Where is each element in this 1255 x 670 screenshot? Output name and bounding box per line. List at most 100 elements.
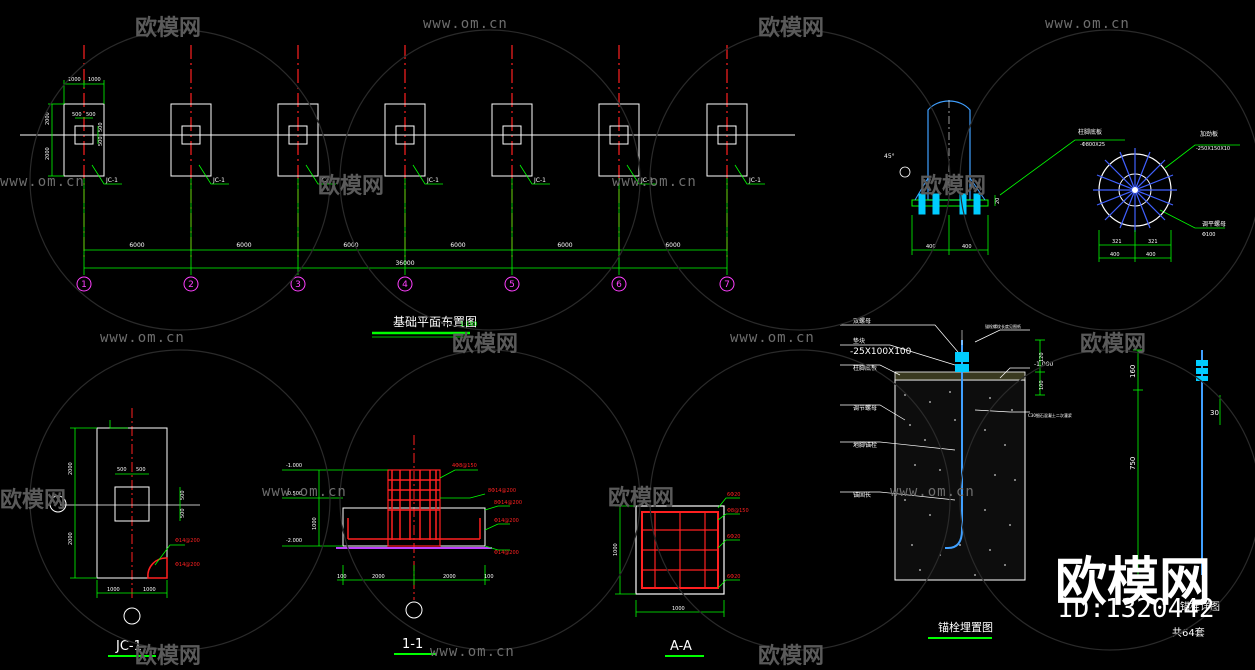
base-plan-dim-1: 321	[1112, 239, 1122, 245]
grid-bubble-7: 7	[724, 280, 730, 290]
section11-dim-2: 2000	[443, 574, 456, 580]
sectionaa-title: A-A	[670, 639, 692, 654]
jc1-rebar-1: Φ14@200	[175, 538, 200, 544]
sectionaa-rebar-4: 6Φ20	[727, 574, 740, 580]
plan-span-4: 6000	[450, 242, 465, 249]
section11-title: 1-1	[402, 637, 423, 652]
plan-tag-6: JC-1	[640, 177, 653, 184]
bolt-dim-1: 160	[1129, 365, 1137, 378]
section11-rebar	[347, 470, 481, 540]
watermark-url-9: www.om.cn	[430, 644, 515, 660]
watermark-brand-3: 欧模网	[318, 174, 385, 199]
jc1-dim-2: 500	[136, 467, 146, 473]
anchor-label-4: 调节螺母	[853, 404, 877, 412]
column-base-detail: 45° 400 400 20 柱脚底板 -Φ800X25 加劲板 -250X15…	[884, 100, 1240, 262]
watermark-brand-1: 欧模网	[135, 16, 202, 41]
jc1-dim-3: 2000	[68, 462, 74, 475]
watermark-brand-6: 欧模网	[1080, 332, 1147, 357]
base-dim-right: 400	[962, 244, 972, 250]
sectionaa-rebar-3: 6Φ20	[727, 534, 740, 540]
bolt-spec: Φ100	[1202, 232, 1215, 238]
watermark-url-2: www.om.cn	[1045, 16, 1130, 32]
anchor-elev: -1.000	[1034, 361, 1054, 368]
base-plan-dim-4: 400	[1146, 252, 1156, 258]
anchor-dim-1: 120	[1039, 352, 1045, 362]
plan-tag-1: JC-1	[105, 177, 118, 184]
grid-bubble-4: 4	[402, 280, 408, 290]
foundation-plan: JC-1 JC-1 JC-1 JC-1 JC-1 JC-1 JC-1 1000 …	[20, 45, 795, 338]
anchor-label-6: 锚固长	[853, 491, 871, 499]
anchor-note-2: C30细石混凝土二次灌浆	[1028, 412, 1072, 418]
section11-pedestal	[387, 469, 441, 547]
jc1-grid-bubble-bottom	[123, 607, 141, 625]
sectionaa-rebar-2: Φ8@150	[727, 508, 749, 514]
anchor-concrete-hatch	[904, 391, 1016, 576]
section11-elev-1: -1.000	[286, 463, 302, 469]
watermark-url-5: www.om.cn	[100, 330, 185, 346]
grid-bubble-5: 5	[509, 280, 515, 290]
base-plate-spec: -Φ800X25	[1080, 142, 1105, 148]
section11-dim-4: 100	[484, 574, 494, 580]
section11-rebar-1: 4Φ8@150	[452, 463, 477, 469]
section-a-a: 1000 1000 6Φ20 Φ8@150 6Φ20 6Φ20 A-A	[613, 492, 749, 657]
section11-elev-3: -2.000	[286, 538, 302, 544]
grid-bubble-3: 3	[295, 280, 301, 290]
jc1-dim-8: 1000	[143, 587, 156, 593]
jc1-grid-bubble-left	[49, 495, 67, 513]
watermark-brand-4: 欧模网	[920, 174, 987, 199]
base-plan-circle	[1093, 148, 1177, 232]
grid-bubble-1: 1	[81, 280, 87, 290]
section11-rebar-2: 8Φ14@200	[488, 488, 516, 494]
plan-tag-5: JC-1	[533, 177, 546, 184]
anchor-bolt	[945, 340, 963, 549]
plan-total: 36000	[395, 260, 414, 267]
section11-dim-1: 2000	[372, 574, 385, 580]
section11-dim-3: 100	[337, 574, 347, 580]
plan-dim-f: 2000	[45, 147, 51, 160]
jc1-dim-7: 1000	[107, 587, 120, 593]
sectionaa-dim-h: 1000	[672, 606, 685, 612]
anchor-label-5: 地脚锚栓	[853, 441, 877, 449]
plan-span-2: 6000	[236, 242, 251, 249]
plan-dimension-lines	[83, 178, 728, 275]
base-stiffeners	[914, 177, 986, 201]
anchor-washer-spec: -25X100X100	[850, 347, 912, 357]
anchor-label-3: 柱脚底板	[853, 364, 877, 372]
anchor-note-1: 锚栓螺纹长度见图纸	[985, 323, 1021, 329]
plan-span-3: 6000	[343, 242, 358, 249]
sectionaa-dim-v: 1000	[613, 543, 619, 556]
grid-bubble-6: 6	[616, 280, 622, 290]
watermark-brand-10: 欧模网	[758, 644, 825, 669]
bolt-count: 共64套	[1172, 626, 1205, 639]
plan-tag-4: JC-1	[426, 177, 439, 184]
plan-title: 基础平面布置图	[393, 315, 477, 329]
grid-bubble-2: 2	[188, 280, 194, 290]
watermark-brand-9: 欧模网	[135, 644, 202, 669]
anchor-label-2: 垫块	[853, 337, 865, 345]
base-plate	[911, 199, 989, 207]
anchor-concrete	[894, 379, 1026, 581]
section11-rebar-4: Φ14@200	[494, 518, 519, 524]
rib-spec: -250X150X10	[1196, 146, 1230, 152]
section11-dim-h: 1000	[312, 517, 318, 530]
base-plan-dim-3: 400	[1110, 252, 1120, 258]
sectionaa-outline	[635, 505, 725, 595]
jc1-dim-5: 500	[180, 490, 186, 500]
jc1-rebar-corner	[147, 557, 168, 579]
watermark-url-6: www.om.cn	[730, 330, 815, 346]
section11-rebar-3: 8Φ14@200	[494, 500, 522, 506]
base-plate-label: 柱脚底板	[1078, 128, 1102, 136]
jc1-outline	[96, 427, 168, 579]
base-dim-left: 400	[926, 244, 936, 250]
watermark-brand-7: 欧模网	[0, 488, 67, 513]
base-plan-dim-2: 321	[1148, 239, 1158, 245]
anchor-title: 锚栓埋置图	[938, 620, 993, 634]
watermark-brand-2: 欧模网	[758, 16, 825, 41]
jc1-rebar-2: Φ14@200	[175, 562, 200, 568]
bolt-title: 锚栓详图	[1180, 600, 1220, 613]
plan-dim-e: 2000	[45, 112, 51, 125]
jc1-dim-1: 500	[117, 467, 127, 473]
plan-span-1: 6000	[129, 242, 144, 249]
plan-footings	[63, 103, 748, 177]
plan-axis-lines	[83, 45, 728, 260]
